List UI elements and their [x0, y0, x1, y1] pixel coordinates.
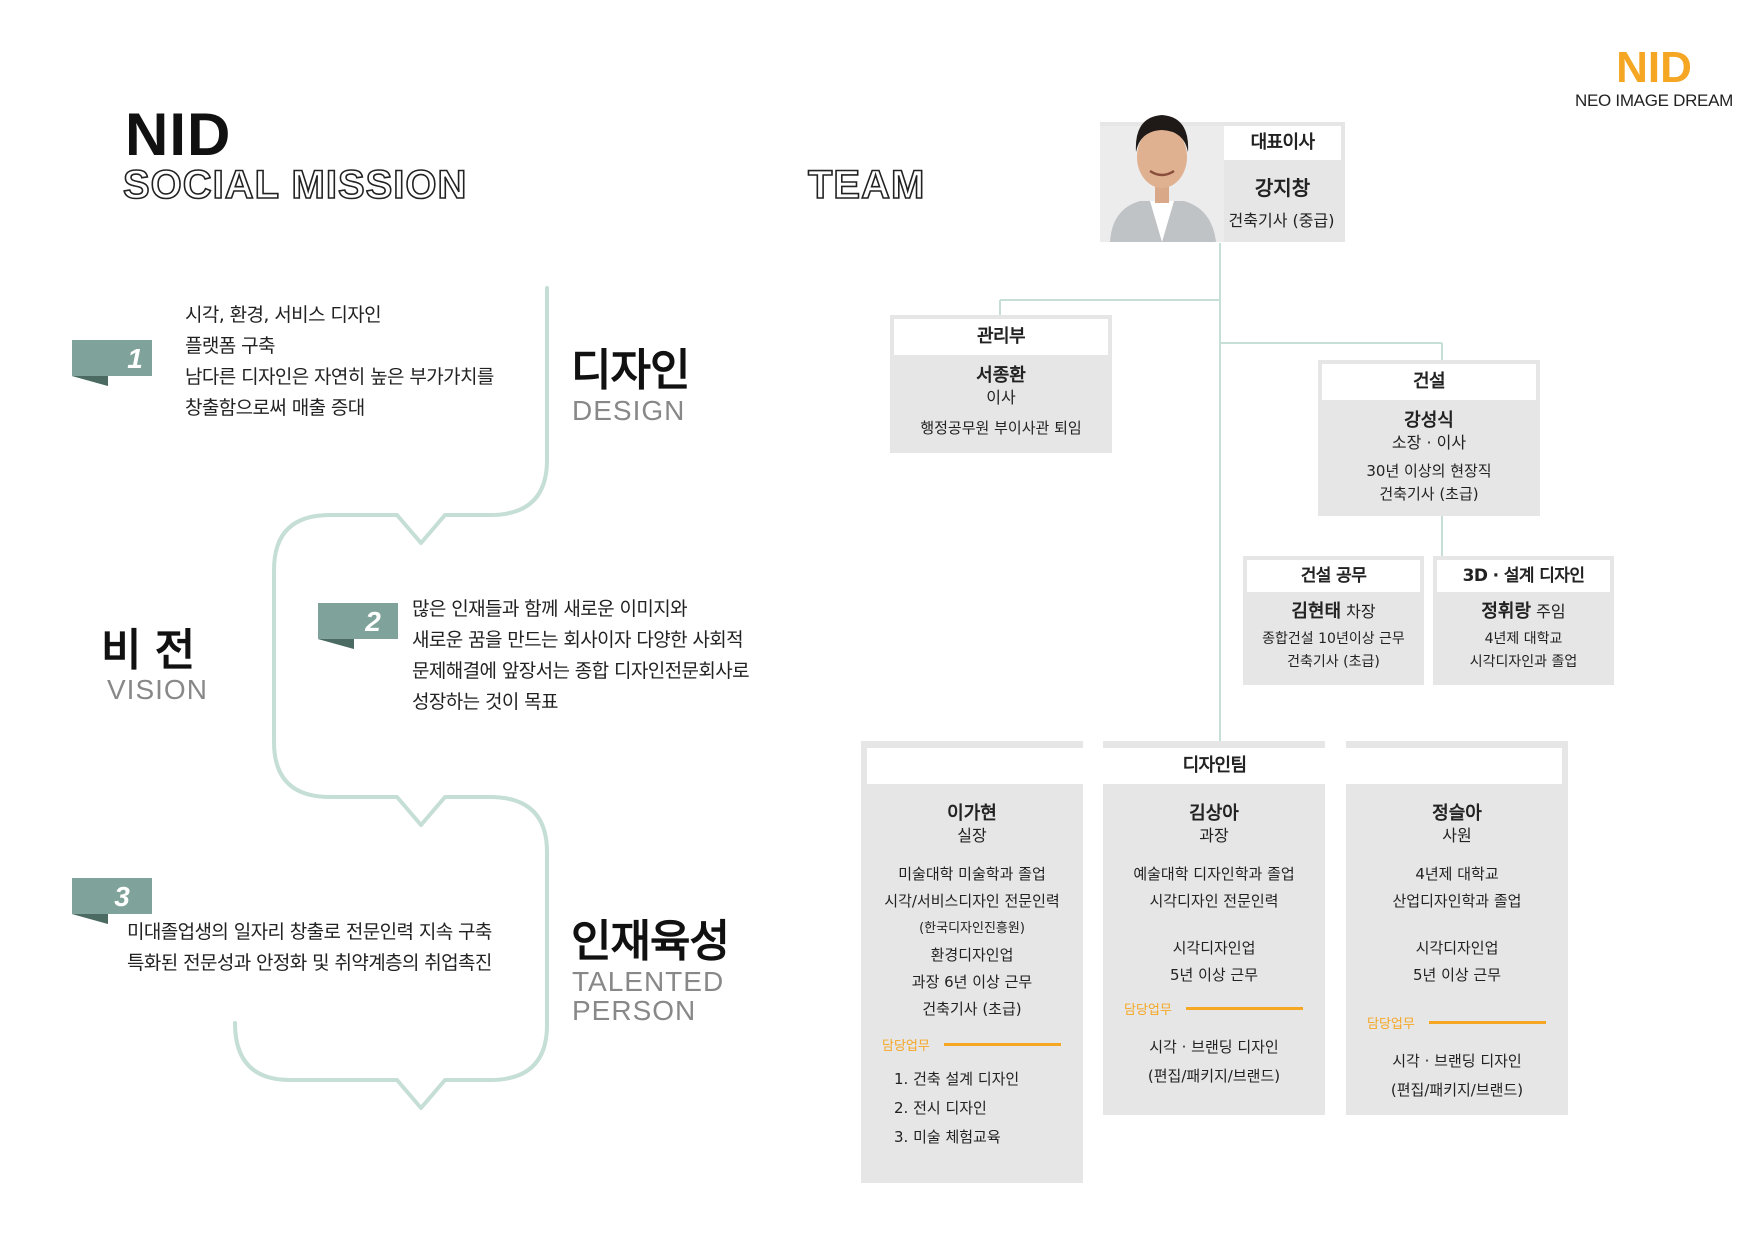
admin-dept: 관리부 [894, 319, 1108, 355]
org-design3d-box: 3D · 설계 디자인 정휘랑 주임 4년제 대학교 시각디자인과 졸업 [1433, 556, 1614, 685]
mission-1-line: 시각, 환경, 서비스 디자인 [185, 304, 382, 326]
member-detail: 예술대학 디자인학과 졸업 시각디자인 전문인력 시각디자인업 5년 이상 근무 [1133, 865, 1295, 984]
member-duties: 시각 · 브랜딩 디자인 (편집/패키지/브랜드) [1390, 1052, 1524, 1099]
member-name: 김상아 [1189, 803, 1239, 824]
org-construction-works-box: 건설 공무 김현태 차장 종합건설 10년이상 근무 건축기사 (초급) [1243, 556, 1424, 685]
keyword-talent-ko: 인재육성 [571, 916, 730, 967]
construction-works-dept: 건설 공무 [1247, 560, 1420, 592]
keyword-design-ko: 디자인 [571, 345, 690, 396]
duty-divider [1186, 1007, 1303, 1010]
mission-number-2: 2 [364, 606, 381, 637]
member-name: 정슬아 [1432, 803, 1482, 824]
mission-number-tag-2: 2 [318, 603, 398, 649]
org-construction-box: 건설 강성식 소장 · 이사 30년 이상의 현장직 건축기사 (초급) [1318, 360, 1540, 516]
mission-2-text: 많은 인재들과 함께 새로운 이미지와 새로운 꿈을 만드는 회사이자 다양한 … [412, 594, 750, 718]
member-title: 실장 [957, 826, 987, 845]
member-title: 사원 [1442, 826, 1472, 845]
construction-name: 강성식 [1404, 410, 1454, 431]
mission-1-line: 창출함으로써 매출 증대 [185, 397, 365, 419]
duty-label-row: 담당업무 [1103, 999, 1325, 1018]
vision-en: VISION [107, 674, 208, 705]
construction-works-title: 차장 [1346, 602, 1376, 621]
duty-label-row: 담당업무 [1346, 1013, 1568, 1032]
mission-number-3: 3 [114, 881, 130, 912]
construction-detail-1: 30년 이상의 현장직 [1366, 462, 1492, 480]
mission-1-line: 플랫폼 구축 [185, 335, 275, 357]
mission-3-line: 특화된 전문성과 안정화 및 취약계층의 취업촉진 [127, 952, 492, 974]
mission-2-line: 문제해결에 앞장서는 종합 디자인전문회사로 [412, 660, 750, 682]
design-member-card: 김상아 과장 예술대학 디자인학과 졸업 시각디자인 전문인력 시각디자인업 5… [1103, 741, 1325, 1115]
org-admin-box: 관리부 서종환 이사 행정공무원 부이사관 퇴임 [890, 315, 1112, 453]
duty-divider [944, 1043, 1061, 1046]
mission-1-line: 남다른 디자인은 자연히 높은 부가가치를 [185, 366, 494, 388]
mission-3-text: 미대졸업생의 일자리 창출로 전문인력 지속 구축 특화된 전문성과 안정화 및… [127, 917, 492, 979]
design3d-title: 주임 [1536, 602, 1566, 621]
keyword-talent-en-1: TALENTED [572, 966, 725, 997]
construction-title: 소장 · 이사 [1391, 433, 1467, 452]
admin-name: 서종환 [976, 365, 1026, 386]
admin-title: 이사 [986, 388, 1016, 407]
vision-ko: 비 전 [101, 625, 195, 676]
design3d-detail-1: 4년제 대학교 [1484, 631, 1563, 647]
keyword-design-en: DESIGN [572, 395, 686, 426]
brand-logo-text: NID [1616, 43, 1692, 92]
design-team-dept: 디자인팀 [867, 748, 1562, 784]
construction-works-name: 김현태 [1291, 601, 1342, 622]
construction-works-person: 김현태 차장 [1243, 600, 1424, 624]
admin-detail: 행정공무원 부이사관 퇴임 [920, 419, 1082, 437]
team-title: TEAM [807, 162, 926, 208]
construction-detail-2: 건축기사 (초급) [1379, 485, 1479, 503]
duty-label: 담당업무 [1367, 1017, 1415, 1032]
member-name: 이가현 [947, 803, 997, 824]
member-title: 과장 [1199, 826, 1229, 845]
member-duties: 시각 · 브랜딩 디자인 (편집/패키지/브랜드) [1147, 1038, 1281, 1085]
keyword-talent-en-2: PERSON [572, 995, 697, 1026]
duty-label: 담당업무 [882, 1039, 930, 1054]
page-title: NID [125, 101, 232, 168]
design3d-name: 정휘랑 [1481, 601, 1532, 622]
member-detail: 4년제 대학교 산업디자인학과 졸업 시각디자인업 5년 이상 근무 [1392, 865, 1522, 984]
member-detail: 미술대학 미술학과 졸업 시각/서비스디자인 전문인력 (한국디자인진흥원) 환… [884, 865, 1060, 1018]
mission-3-line: 미대졸업생의 일자리 창출로 전문인력 지속 구축 [127, 921, 492, 943]
member-duties: 1. 건축 설계 디자인 2. 전시 디자인 3. 미술 체험교육 [894, 1070, 1020, 1146]
design-member-card: 이가현 실장 미술대학 미술학과 졸업 시각/서비스디자인 전문인력 (한국디자… [861, 741, 1083, 1183]
duty-label-row: 담당업무 [861, 1035, 1083, 1054]
ceo-detail: 건축기사 (중급) [1228, 211, 1335, 230]
mission-2-line: 새로운 꿈을 만드는 회사이자 다양한 사회적 [412, 629, 744, 651]
mission-1-text: 시각, 환경, 서비스 디자인 플랫폼 구축 남다른 디자인은 자연히 높은 부… [185, 300, 494, 424]
page-subtitle: SOCIAL MISSION [122, 162, 468, 208]
ceo-role: 대표이사 [1224, 126, 1341, 160]
mission-connector [233, 286, 549, 1110]
mission-2-line: 성장하는 것이 목표 [412, 691, 559, 713]
design3d-person: 정휘랑 주임 [1433, 600, 1614, 624]
org-connector-lines [999, 243, 1443, 748]
mission-number-1: 1 [127, 343, 143, 374]
mission-2-line: 많은 인재들과 함께 새로운 이미지와 [412, 598, 688, 620]
design3d-detail-2: 시각디자인과 졸업 [1469, 654, 1578, 670]
ceo-name: 강지창 [1254, 176, 1311, 200]
mission-number-tag-3: 3 [72, 878, 152, 924]
brand-logo: NID NEO IMAGE DREAM [1575, 45, 1733, 111]
construction-works-detail-2: 건축기사 (초급) [1287, 654, 1380, 670]
duty-divider [1429, 1021, 1546, 1024]
brand-tagline: NEO IMAGE DREAM [1575, 91, 1733, 110]
duty-label: 담당업무 [1124, 1003, 1172, 1018]
mission-number-tag-1: 1 [72, 340, 152, 386]
design-member-card: 정슬아 사원 4년제 대학교 산업디자인학과 졸업 시각디자인업 5년 이상 근… [1346, 741, 1568, 1115]
construction-works-detail-1: 종합건설 10년이상 근무 [1262, 631, 1405, 647]
construction-dept: 건설 [1322, 364, 1536, 400]
design3d-dept: 3D · 설계 디자인 [1437, 560, 1610, 592]
ceo-photo [1100, 115, 1224, 242]
